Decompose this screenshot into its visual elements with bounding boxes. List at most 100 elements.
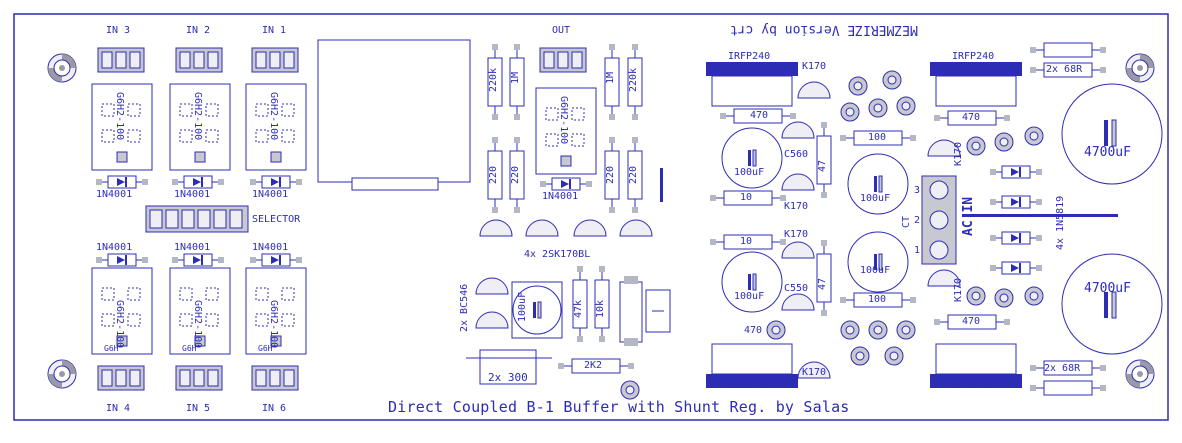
label-diode-bot-3: 1N4001 [252, 242, 289, 253]
pad-c4 [868, 98, 888, 118]
label-schottky: 4x 1N5819 [1055, 195, 1066, 250]
label-cap-supply: 100uF [517, 291, 528, 322]
mosfet-irfp240-a [706, 62, 798, 107]
mount-hole-tl [47, 53, 77, 83]
label-r68-b: 2x 68R [1044, 363, 1081, 374]
pad-c3 [840, 102, 860, 122]
label-r47-a: 47 [817, 159, 828, 172]
label-r10k: 10k [595, 299, 606, 318]
mosfet-irfp9240-b [930, 343, 1022, 388]
terminal-in1 [251, 47, 299, 73]
label-r220-a: 220 [488, 165, 499, 184]
label-relay-bot-2: G6H2-100 [192, 300, 203, 349]
label-k170-5: K170 [953, 141, 964, 166]
mount-hole-bl [47, 359, 77, 389]
mosfet-irfp240-b [930, 62, 1022, 107]
ac-in-terminal [921, 175, 957, 265]
label-r68-a: 2x 68R [1046, 64, 1083, 75]
label-r100-b: 100 [868, 294, 887, 305]
label-diode-top-1: 1N4001 [96, 189, 133, 200]
label-jfets: 4x 2SK170BL [524, 249, 591, 260]
label-k170-2: K170 [784, 201, 809, 212]
mount-hole-tr [1125, 53, 1155, 83]
board-title: Direct Coupled B-1 Buffer with Shunt Reg… [388, 398, 850, 416]
terminal-in6 [251, 365, 299, 391]
pad-c15 [994, 288, 1014, 308]
label-relay-top-2: G6H2-100 [192, 92, 203, 141]
label-ct: CT [901, 215, 912, 228]
res-pair-300 [466, 349, 552, 385]
cap-4700uf-2 [1061, 253, 1163, 355]
pad-c16 [1024, 286, 1044, 306]
label-r470-a: 470 [750, 110, 769, 121]
label-c550: C550 [784, 283, 809, 294]
pad-470 [766, 320, 786, 340]
label-relay-top-3: G6H2-100 [268, 92, 279, 141]
label-r2k2: 2K2 [584, 360, 603, 371]
label-k170-6: K170 [953, 277, 964, 302]
label-r1m-a: 1M [510, 71, 521, 84]
label-diode-bot-1: 1N4001 [96, 242, 133, 253]
pad-c14 [966, 286, 986, 306]
label-r220k-b: 220k [628, 67, 639, 92]
label-cap100-2: 100uF [734, 291, 765, 302]
film-cap [645, 289, 671, 333]
cap-100uf-1 [721, 127, 783, 189]
label-4700uf-2: 4700uF [1084, 281, 1131, 296]
transformer [317, 39, 471, 191]
label-irfp9240-b: IRFP9240 [944, 377, 993, 388]
pad-c7 [868, 320, 888, 340]
label-ac-pin1: 1 [914, 245, 921, 256]
label-r220-b: 220 [510, 165, 521, 184]
ground-trace [962, 214, 1118, 217]
trace-bar [660, 168, 663, 202]
label-k170-3: K170 [784, 229, 809, 240]
label-cap100-3: 100uF [860, 193, 891, 204]
label-irfp240-b: IRFP240 [952, 51, 995, 62]
label-r220k-a: 220k [488, 67, 499, 92]
pad-c6 [840, 320, 860, 340]
label-k170-1: K170 [802, 61, 827, 72]
label-bc546: 2x BC546 [459, 283, 470, 332]
label-r220-d: 220 [628, 165, 639, 184]
label-diode-out: 1N4001 [542, 191, 579, 202]
label-r10-a: 10 [740, 192, 753, 203]
label-g6h-1: G6H [104, 344, 119, 353]
label-diode-bot-2: 1N4001 [174, 242, 211, 253]
label-r10-b: 10 [740, 236, 753, 247]
label-k170-4: K170 [802, 367, 827, 378]
terminal-in5 [175, 365, 223, 391]
pad-c1 [848, 76, 868, 96]
terminal-out [539, 47, 587, 73]
mount-hole-br [1125, 359, 1155, 389]
cap-100uf-4 [847, 231, 909, 293]
terminal-in4 [97, 365, 145, 391]
credit-mirrored: MEZMERIZE Version by crt [730, 22, 918, 37]
mosfet-irfp9240-a [706, 343, 798, 388]
label-relay-bot-3: G6H2-100 [268, 300, 279, 349]
pad-c5 [896, 96, 916, 116]
terminal-in2 [175, 47, 223, 73]
cap-4700uf-1 [1061, 83, 1163, 185]
terminal-in3 [97, 47, 145, 73]
selector-header [145, 205, 249, 233]
pad-c9 [850, 346, 870, 366]
label-out: OUT [552, 25, 571, 36]
cap-100uf-supply [511, 281, 563, 339]
label-diode-top-2: 1N4001 [174, 189, 211, 200]
label-relay-bot-1: G6H2-100 [114, 300, 125, 349]
pad-bottom [620, 380, 640, 400]
label-in3: IN 3 [106, 25, 131, 36]
label-relay-top-1: G6H2-100 [114, 92, 125, 141]
label-diode-top-3: 1N4001 [252, 189, 289, 200]
label-selector: SELECTOR [252, 214, 301, 225]
label-cap100-4: 100uF [860, 265, 891, 276]
label-ac-pin3: 3 [914, 185, 921, 196]
label-r1m-b: 1M [605, 71, 616, 84]
pad-c12 [994, 132, 1014, 152]
pad-c2 [882, 70, 902, 90]
label-in6: IN 6 [262, 403, 287, 414]
pad-c13 [1024, 126, 1044, 146]
cap-100uf-3 [847, 153, 909, 215]
